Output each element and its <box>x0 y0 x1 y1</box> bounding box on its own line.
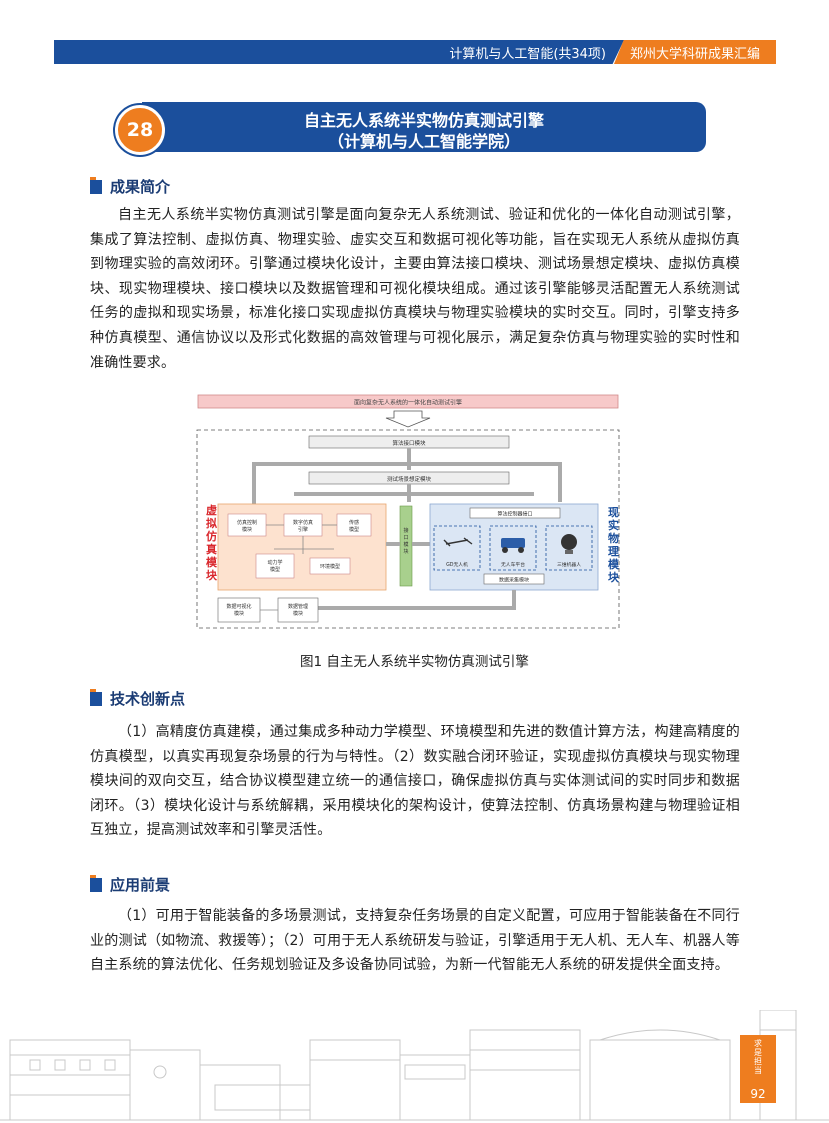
motto-text: 求是担当 <box>754 1039 762 1075</box>
item-college: （计算机与人工智能学院） <box>327 132 520 151</box>
robot-label: 三维机器人 <box>557 561 581 568</box>
loop-arrow-bottom <box>314 590 516 610</box>
data-vis-box <box>217 597 261 623</box>
page-seal: 求是担当 92 <box>740 1035 776 1103</box>
section-marker-icon <box>90 875 102 892</box>
dynamics-model-box <box>255 553 295 579</box>
section-heading-text: 技术创新点 <box>110 690 186 708</box>
section-heading-text: 应用前景 <box>110 876 171 894</box>
data-collect-box <box>483 573 545 585</box>
header-category-band: 计算机与人工智能(共34项) <box>54 40 624 64</box>
item-title-band: 自主无人系统半实物仿真测试引擎 （计算机与人工智能学院） <box>142 102 706 152</box>
section-marker-icon <box>90 177 102 194</box>
ugv-frame <box>489 525 537 571</box>
header-collection: 郑州大学科研成果汇编 <box>630 47 761 62</box>
drone-icon <box>443 537 473 547</box>
data-mgmt-label: 数据管理模块 <box>288 603 308 617</box>
architecture-diagram: 面向复杂无人系统的一体化自动测试引擎 算法接口模块 测试场景想定模块 虚拟仿真模… <box>196 394 620 629</box>
section-heading-text: 成果简介 <box>110 178 171 196</box>
physical-module-label: 现实物理模块 <box>608 506 620 584</box>
page-number: 92 <box>750 1087 766 1101</box>
interface-module-label: 接口模块 <box>403 527 408 555</box>
header-category: 计算机与人工智能(共34项) <box>449 47 606 62</box>
algo-ctrl-port-label: 算法控制器接口 <box>497 511 532 518</box>
ugv-label: 无人车平台 <box>501 561 525 568</box>
robot-frame <box>545 525 593 571</box>
item-number-badge: 28 <box>115 105 165 155</box>
sim-control-label: 仿真控制模块 <box>237 519 257 533</box>
intro-paragraph: 自主无人系统半实物仿真测试引擎是面向复杂无人系统测试、验证和优化的一体化自动测试… <box>90 207 740 371</box>
dynamics-model-label: 动力学模型 <box>267 559 282 573</box>
diagram-top-banner-label: 面向复杂无人系统的一体化自动测试引擎 <box>354 399 462 407</box>
down-arrow-icon <box>385 410 431 428</box>
page-header: 计算机与人工智能(共34项) 郑州大学科研成果汇编 <box>54 40 776 64</box>
application-paragraph: （1）可用于智能装备的多场景测试，支持复杂任务场景的自定义配置，可应用于智能装备… <box>90 908 740 974</box>
wheel-icon <box>502 547 508 553</box>
sensor-model-label: 传感模型 <box>349 519 359 533</box>
figure-caption: 图1 自主无人系统半实物仿真测试引擎 <box>300 654 529 670</box>
scenario-label: 测试场景想定模块 <box>387 475 432 483</box>
car-icon <box>501 538 525 548</box>
item-title: 自主无人系统半实物仿真测试引擎 <box>303 111 544 130</box>
robot-base-icon <box>565 550 573 554</box>
algo-ctrl-port-box <box>469 507 561 519</box>
diagram-outer-frame <box>196 429 620 629</box>
uav-frame <box>433 525 481 571</box>
env-model-box <box>309 557 351 575</box>
section-marker-icon <box>90 689 102 706</box>
data-vis-label: 数据可视化模块 <box>226 603 251 617</box>
env-model-label: 环境模型 <box>320 563 340 570</box>
robot-icon <box>561 534 577 550</box>
innovation-paragraph: （1）高精度仿真建模，通过集成多种动力学模型、环境模型和先进的数值计算方法，构建… <box>90 724 740 839</box>
wheel-icon <box>518 547 524 553</box>
campus-skyline-illustration <box>0 1010 829 1121</box>
diagram-top-banner <box>197 394 619 409</box>
header-collection-band: 郑州大学科研成果汇编 <box>614 40 776 64</box>
data-collect-label: 数据采集模块 <box>499 577 529 584</box>
data-mgmt-box <box>277 597 319 623</box>
algo-interface-label: 算法接口模块 <box>392 439 426 447</box>
virtual-module-label: 虚拟仿真模块 <box>206 503 218 582</box>
uav-label: GD无人机 <box>446 561 468 568</box>
sim-engine-label: 数字仿真引擎 <box>293 519 313 533</box>
